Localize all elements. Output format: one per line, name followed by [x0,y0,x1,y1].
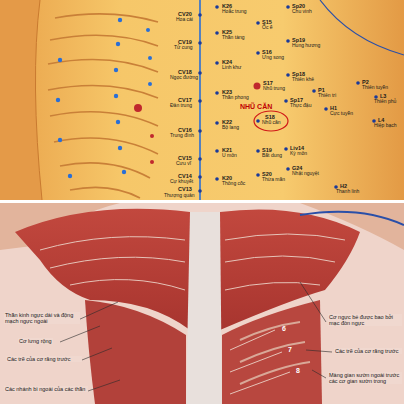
rib-number: 7 [288,346,292,354]
point-name: Thần tàng [222,35,245,41]
point-name: Kỳ môn [290,151,307,157]
blood-vessel [300,212,404,225]
point-name: Thượng quản [164,193,195,199]
point-name: Nhũ căn [262,120,281,126]
point-name: Cự khuyết [170,179,193,185]
muscle-fibres [40,234,345,394]
separator [0,200,404,203]
point-name: Trung đình [170,133,194,139]
skin [0,0,404,200]
point-name: Thiên phủ [374,99,396,105]
rib-number: 8 [296,367,300,375]
leader-lines [60,282,332,391]
acupoint-dot [256,119,260,123]
point-name: Đản trung [170,103,192,109]
point-name: Thiên trì [318,93,336,99]
point-name: Cưu vĩ [176,161,191,167]
point-name: Hoắc trung [222,9,246,15]
point-name: Ốc ế [262,25,273,31]
point-name: Nhật nguyệt [292,171,319,177]
point-name: Thanh linh [336,189,359,195]
point-name: Ưng song [262,55,284,61]
point-name: Chu vinh [292,9,312,15]
point-name: Thiên khê [292,77,314,83]
anatomy-label: Các nhánh bì ngoài của các thần [4,386,88,392]
rib-edges [240,322,310,384]
point-name: Linh khư [222,65,241,71]
point-name: Thông cốc [222,181,245,187]
point-name: Thiên tuyền [362,85,388,91]
ribs [48,14,158,198]
point-dots [134,104,154,164]
anatomy-label: Cơ ngực bé được bao bởi mạc đòn ngực [328,314,402,326]
point-name: Cực tuyền [330,111,353,117]
rib-number: 6 [282,325,286,333]
anatomy-label: Màng gian sườn ngoài trước các cơ gian s… [328,372,402,384]
point-name: Hoa cái [176,17,193,23]
anatomy-label: Các trẽ của cơ răng trước [6,356,82,362]
point-name: Nhũ trung [263,86,285,92]
meridian-line [320,0,404,55]
anatomy-label: Các trẽ của cơ răng trước [334,348,402,354]
sternum-sheath [186,212,222,404]
point-name: U môn [222,153,237,159]
anatomy-label: Cơ lưng rộng [18,338,53,344]
arm-edge [35,0,42,200]
highlight-label: NHŨ CĂN [240,103,272,111]
point-name: Hung hương [292,43,320,49]
point-name: Ngọc đường [170,75,198,81]
acupoint-dots [198,5,378,193]
highlight-circle [254,111,288,131]
point-name: Bất dung [262,153,282,159]
point-name: Bộ lang [222,125,239,131]
point-name: Thần phong [222,95,249,101]
point-name: Thừa mãn [262,177,285,183]
nipple [254,83,261,90]
anatomy-label: Thần kinh ngực dài và động mạch ngực ngo… [4,312,80,324]
arm [0,0,42,200]
meridian-dots [56,18,152,178]
point-name: Hiệp bạch [374,123,397,129]
point-code: CV13 [178,186,192,192]
point-name: Thực đậu [290,103,311,109]
fascia [0,203,404,404]
point-name: Tử cung [174,45,193,51]
rectus-muscle [85,300,186,404]
intercostal-muscles [222,300,322,404]
